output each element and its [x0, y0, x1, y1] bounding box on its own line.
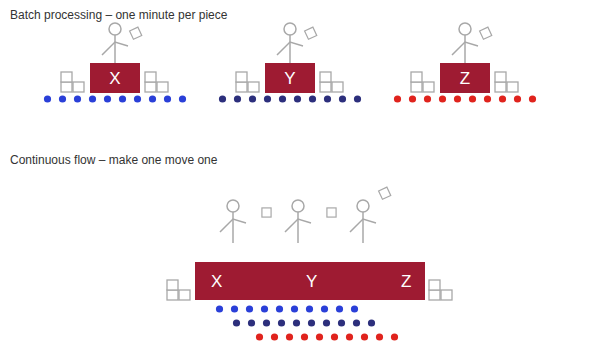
station-letter: X	[211, 273, 222, 290]
piece-dots	[212, 304, 402, 342]
station-letter: Z	[401, 273, 411, 290]
station-letter: Z	[460, 70, 470, 87]
station-letter: Y	[284, 70, 295, 87]
workstation-box: Z	[440, 63, 490, 93]
piece-dots	[40, 94, 540, 104]
section-heading: Continuous flow – make one move one	[10, 153, 217, 167]
station-letter: Y	[306, 273, 317, 290]
station-letter: X	[109, 70, 120, 87]
section-heading: Batch processing – one minute per piece	[10, 8, 227, 22]
flow-cell-box: X Y Z	[195, 262, 425, 300]
workstation-box: Y	[265, 63, 315, 93]
worker-figure	[102, 23, 492, 66]
worker-figure	[220, 187, 391, 243]
workstation-box: X	[90, 63, 140, 93]
